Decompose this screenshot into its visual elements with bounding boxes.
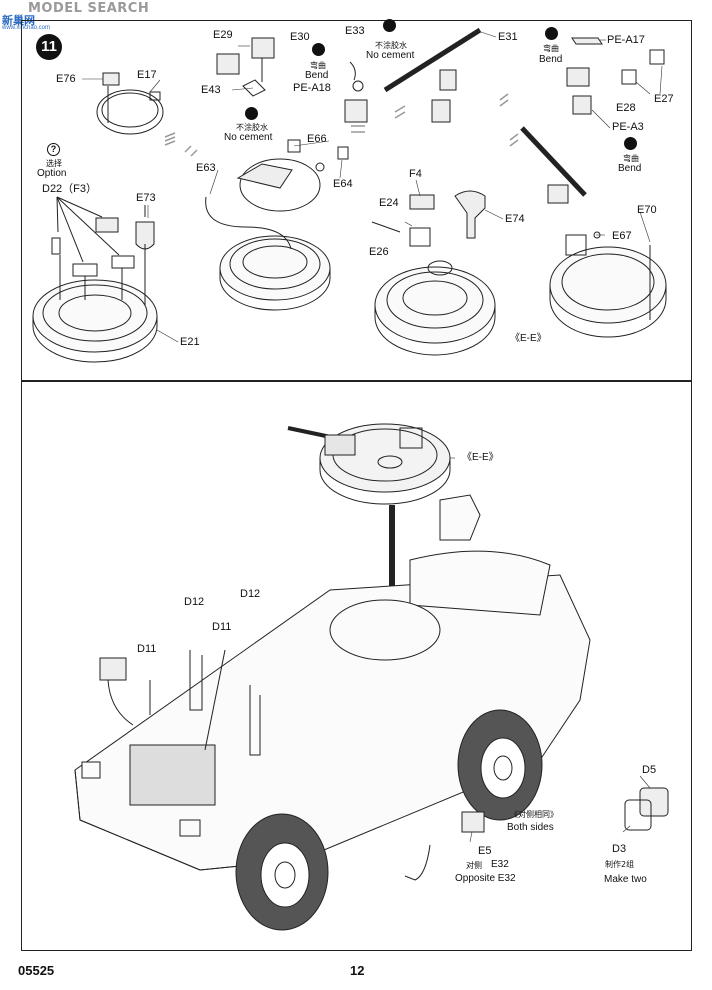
top-instruction-panel bbox=[21, 20, 692, 381]
label-ee-ref-top: 《E-E》 bbox=[510, 333, 547, 344]
label-e30: E30 bbox=[290, 31, 310, 43]
handrail-drawing bbox=[107, 649, 261, 756]
photoetch-parts-drawing bbox=[566, 37, 665, 115]
label-d11-b: D11 bbox=[137, 643, 157, 655]
label-ee-turret: 《E-E》 bbox=[462, 452, 499, 463]
watermark-logo: MODEL SEARCH 新巢网 www.xinchao.com bbox=[0, 0, 180, 34]
label-bend-cn-3: 弯曲 bbox=[623, 154, 639, 163]
ring-e21-drawing bbox=[32, 196, 158, 363]
label-both-sides-en: Both sides bbox=[507, 822, 554, 833]
label-d11-a: D11 bbox=[212, 621, 232, 633]
label-pe-a17: PE-A17 bbox=[607, 34, 645, 46]
label-e27: E27 bbox=[654, 93, 674, 105]
machine-gun-e31-drawing bbox=[344, 27, 482, 123]
watermark-url-text: www.xinchao.com bbox=[2, 25, 51, 31]
label-f4: F4 bbox=[409, 168, 422, 180]
label-make-two-cn: 制作2组 bbox=[605, 860, 635, 869]
turret-ee-drawing bbox=[287, 423, 451, 505]
label-nocement-en-1: No cement bbox=[224, 132, 273, 143]
watermark-search-text: MODEL SEARCH bbox=[28, 1, 150, 16]
label-bend-cn-1: 弯曲 bbox=[310, 61, 326, 70]
hatch-e29-drawing bbox=[216, 37, 275, 97]
label-option-cn: 选择 bbox=[46, 159, 62, 168]
label-e29: E29 bbox=[213, 29, 233, 41]
bend-icon bbox=[624, 137, 637, 150]
label-pe-a3: PE-A3 bbox=[612, 121, 644, 133]
label-bend-en-2: Bend bbox=[539, 54, 563, 65]
vehicle-hull-drawing bbox=[74, 494, 591, 871]
hatch-e17-drawing bbox=[96, 72, 164, 135]
label-option-en: Option bbox=[37, 168, 67, 179]
label-nocement-cn-2: 不涂胶水 bbox=[375, 41, 407, 50]
label-e64: E64 bbox=[333, 178, 353, 190]
label-d12-a: D12 bbox=[184, 596, 205, 608]
label-e76: E76 bbox=[56, 73, 76, 85]
label-d12-b: D12 bbox=[240, 588, 261, 600]
label-bend-cn-2: 弯曲 bbox=[543, 44, 559, 53]
label-e5: E5 bbox=[478, 845, 492, 857]
no-cement-icon bbox=[245, 107, 258, 120]
label-opposite-en: Opposite E32 bbox=[455, 873, 516, 884]
no-cement-icon bbox=[383, 19, 396, 32]
label-e24: E24 bbox=[379, 197, 399, 209]
catalog-number: 05525 bbox=[18, 963, 55, 978]
label-d5: D5 bbox=[642, 764, 657, 776]
label-e32: E32 bbox=[491, 859, 509, 870]
label-bend-en-3: Bend bbox=[618, 163, 642, 174]
label-e26: E26 bbox=[369, 246, 389, 258]
label-nocement-cn-1: 不涂胶水 bbox=[236, 123, 268, 132]
label-e21: E21 bbox=[180, 336, 200, 348]
label-e63: E63 bbox=[196, 162, 216, 174]
watermark-cn-text: 新巢网 bbox=[2, 14, 35, 27]
label-d22: D22（F3） bbox=[42, 183, 98, 195]
label-e31: E31 bbox=[498, 31, 518, 43]
ring-e74-drawing bbox=[371, 190, 496, 356]
label-e33: E33 bbox=[345, 25, 365, 37]
option-question-icon: ? bbox=[47, 143, 60, 156]
step-number-badge: 11 bbox=[36, 34, 62, 60]
label-d3: D3 bbox=[612, 843, 627, 855]
label-e17: E17 bbox=[137, 69, 157, 81]
label-bend-en-1: Bend bbox=[305, 70, 329, 81]
label-e70: E70 bbox=[637, 204, 657, 216]
label-make-two-en: Make two bbox=[604, 874, 647, 885]
label-e67: E67 bbox=[612, 230, 632, 242]
page-number: 12 bbox=[350, 963, 365, 978]
label-e28: E28 bbox=[616, 102, 636, 114]
bend-icon bbox=[545, 27, 558, 40]
bend-icon bbox=[312, 43, 325, 56]
label-nocement-en-2: No cement bbox=[366, 50, 415, 61]
label-both-sides-cn: 《对侧相同》 bbox=[510, 810, 558, 819]
wheel-drawing bbox=[235, 709, 543, 931]
part-d3-drawing bbox=[624, 787, 669, 831]
label-e73: E73 bbox=[136, 192, 156, 204]
label-e74: E74 bbox=[505, 213, 525, 225]
bottom-instruction-panel bbox=[21, 381, 692, 951]
label-e43: E43 bbox=[201, 84, 221, 96]
light-e5-drawing bbox=[404, 811, 485, 881]
ring-e63-drawing bbox=[205, 139, 349, 311]
ring-e70-drawing bbox=[520, 126, 667, 338]
label-pe-a18: PE-A18 bbox=[293, 82, 331, 94]
label-e66: E66 bbox=[307, 133, 327, 145]
label-opposite-cn: 对侧 bbox=[466, 861, 482, 870]
